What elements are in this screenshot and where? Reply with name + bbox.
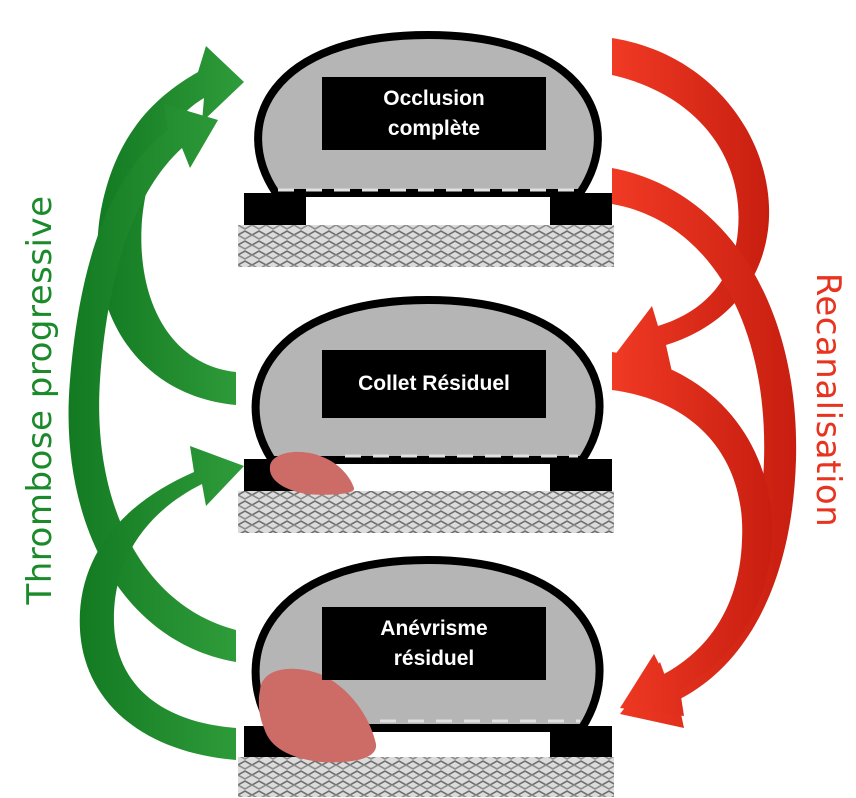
residual-neck-area <box>269 451 355 495</box>
stent <box>238 757 614 797</box>
residual-aneurysm-area <box>258 668 377 763</box>
vessel-wall-right <box>550 193 612 226</box>
vessel-wall-right <box>550 459 612 492</box>
aneurysm-occlusion-complete <box>238 31 614 267</box>
recanalisation-label: Recanalisation <box>808 272 848 528</box>
recanalisation-arrows <box>612 38 797 728</box>
vessel-wall-left <box>244 193 306 226</box>
thrombosis-progressive-label: Thrombose progressive <box>20 195 60 605</box>
arrow-up-bottom-to-middle <box>79 446 245 760</box>
arrow-down-middle-to-bottom <box>612 352 773 716</box>
stent <box>238 225 614 267</box>
arrow-up-bottom-to-top <box>68 104 236 662</box>
arrow-up-middle-to-top <box>97 46 244 405</box>
state-label-residual-neck: Collet Résiduel <box>322 350 546 418</box>
state-label-complete-occlusion: Occlusion complète <box>322 77 546 150</box>
thrombosis-arrows <box>68 46 245 760</box>
vessel-wall-right <box>550 726 612 759</box>
stent <box>238 491 614 533</box>
state-label-residual-aneurysm: Anévrisme résiduel <box>322 607 546 680</box>
